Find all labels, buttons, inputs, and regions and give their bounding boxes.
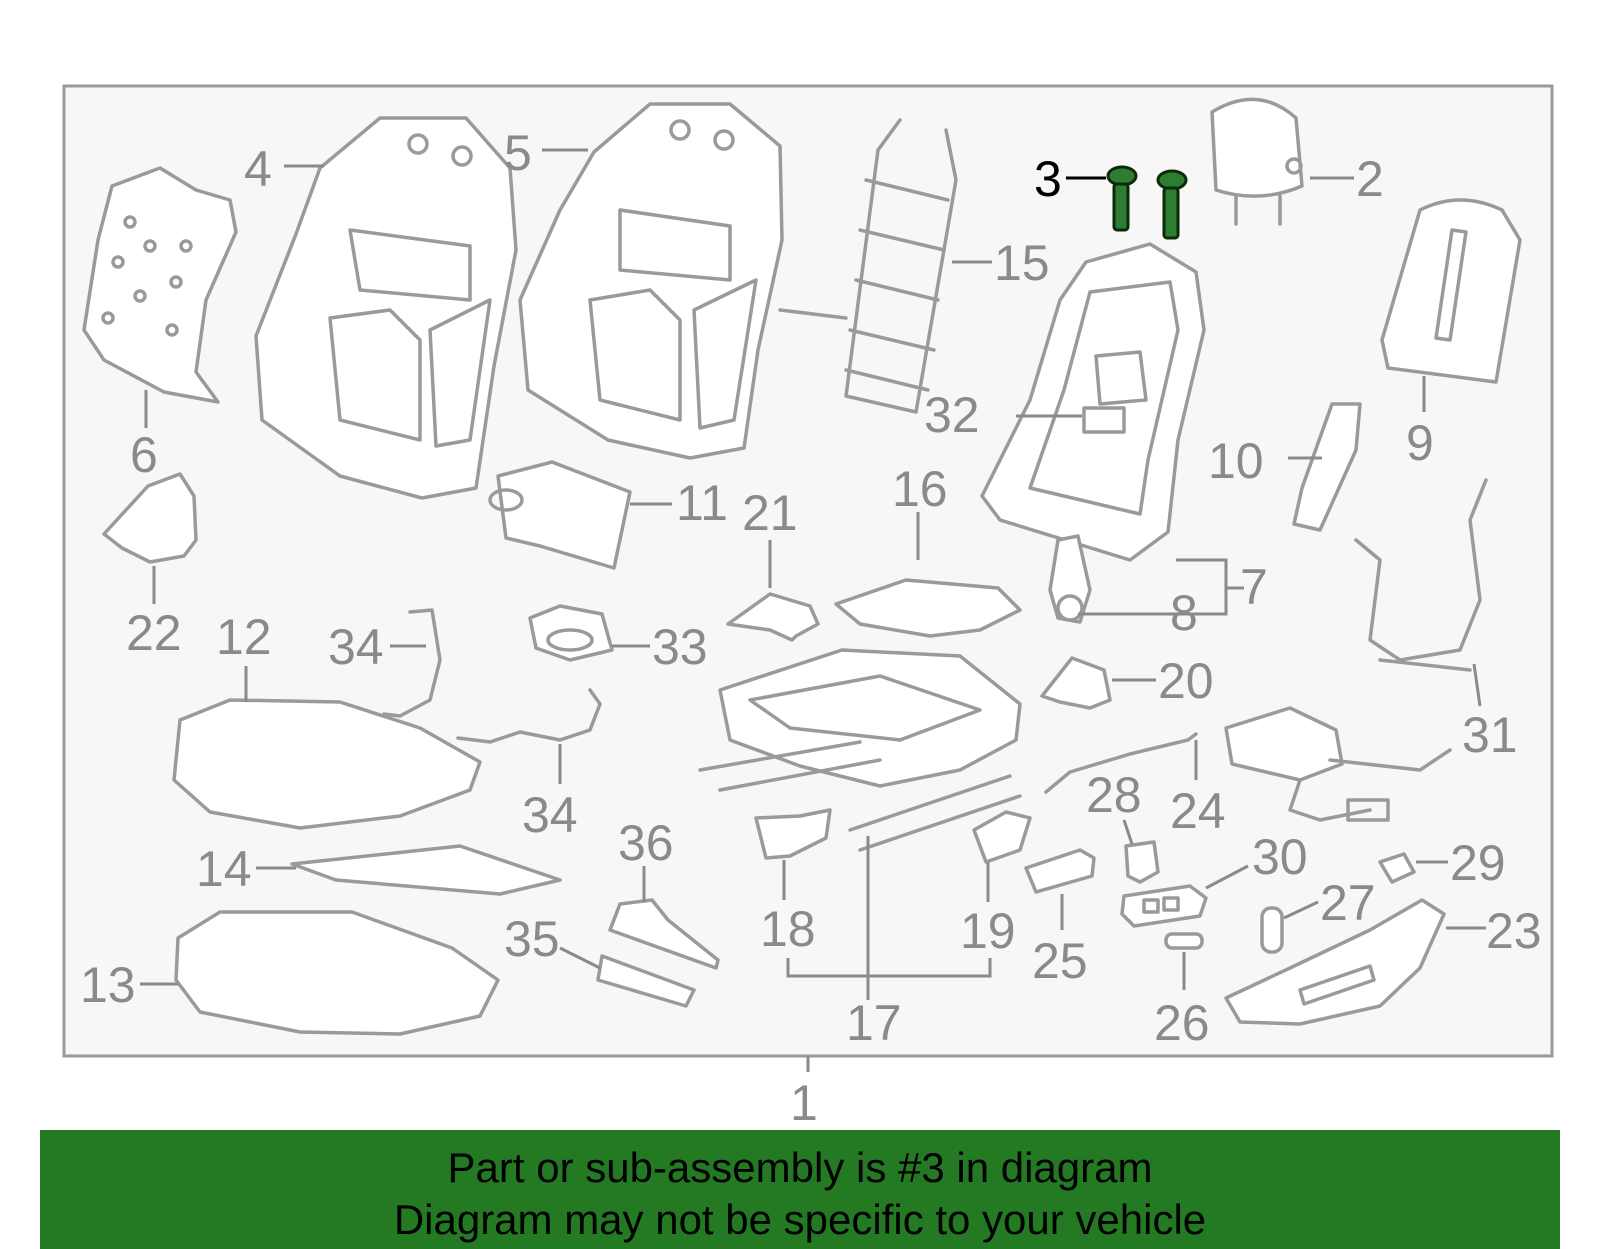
callout-23: 23 [1486,903,1542,959]
part-11-module [488,460,632,570]
part-18-bracket [754,808,832,860]
callout-16: 16 [892,461,948,517]
leader-35 [559,946,601,970]
part-7-seatback-frame [980,242,1206,562]
leader-27 [1283,900,1319,920]
part-35-trim [596,954,696,1008]
callout-15: 15 [994,235,1050,291]
part-8-recliner-motor [1048,534,1092,624]
part-26-knob [1164,932,1204,950]
callout-17: 17 [846,995,902,1051]
part-6-side-panel [82,166,238,404]
leader-30 [1205,864,1249,890]
callout-33: 33 [652,619,708,675]
callout-5: 5 [504,125,532,181]
part-21-bracket [726,592,820,642]
callout-26: 26 [1154,995,1210,1051]
part-33-base [528,604,614,662]
callout-34b: 34 [522,787,578,843]
callout-32: 32 [924,387,980,443]
part-19-motor [972,810,1032,864]
part-10-side-trim [1292,402,1362,532]
callout-6: 6 [130,427,158,483]
callout-14: 14 [196,841,252,897]
callout-4: 4 [244,141,272,197]
part-15-spring-mat [778,118,958,414]
callout-1: 1 [790,1075,818,1131]
part-17-seat-adjuster [698,648,1022,852]
callout-25: 25 [1032,933,1088,989]
part-12-seat-cushion-cover [172,698,482,830]
callout-11: 11 [676,475,728,531]
leader-31 [1472,663,1482,707]
callout-29: 29 [1450,835,1506,891]
part-2-headrest [1210,97,1304,226]
banner-line-2: Diagram may not be specific to your vehi… [393,1196,1207,1243]
part-24-cable [1044,732,1198,794]
callout-9: 9 [1406,415,1434,471]
part-29-clip [1378,852,1416,884]
callout-28: 28 [1086,767,1142,823]
callout-12: 12 [216,609,272,665]
part-34-harness-b [456,688,602,744]
callout-22: 22 [126,605,182,661]
callout-34a: 34 [328,619,384,675]
callout-8: 8 [1170,585,1198,641]
callout-21: 21 [742,485,798,541]
part-28-knob [1124,840,1160,884]
part-36-bracket [608,898,720,970]
callout-10: 10 [1208,433,1264,489]
part-27-knob [1260,906,1284,954]
callout-30: 30 [1252,829,1308,885]
callout-2: 2 [1356,151,1384,207]
part-22-bracket [102,472,198,564]
callout-18: 18 [760,901,816,957]
part-30-switch-assembly [1120,884,1208,928]
callout-24: 24 [1170,783,1226,839]
part-23-side-shield [1224,898,1446,1026]
callout-7: 7 [1240,559,1268,615]
callout-35: 35 [504,911,560,967]
part-13-seat-cushion [174,910,500,1036]
callout-31: 31 [1462,707,1518,763]
part-5-seatback-cover [518,102,784,460]
part-4-seatback-cover [254,116,518,500]
leader-7 [1078,558,1244,616]
callout-13: 13 [80,957,136,1013]
part-20-bracket [1040,656,1112,710]
part-31-wiring-harness [1224,478,1488,822]
leader-28 [1122,819,1134,845]
callout-3: 3 [1034,151,1062,207]
callout-20: 20 [1158,653,1214,709]
part-9-back-panel [1380,198,1522,384]
banner-line-1: Part or sub-assembly is #3 in diagram [447,1144,1153,1191]
notice-banner: Part or sub-assembly is #3 in diagram Di… [40,1130,1560,1249]
callout-36: 36 [618,815,674,871]
part-3-headrest-guides [1106,165,1188,240]
callout-27: 27 [1320,875,1376,931]
part-25-switch [1024,848,1096,894]
leader-17 [786,836,992,1000]
part-34-harness-a [382,608,442,718]
part-16-mat [834,578,1022,638]
part-14-heater-pad [290,844,562,896]
callout-19: 19 [960,903,1016,959]
